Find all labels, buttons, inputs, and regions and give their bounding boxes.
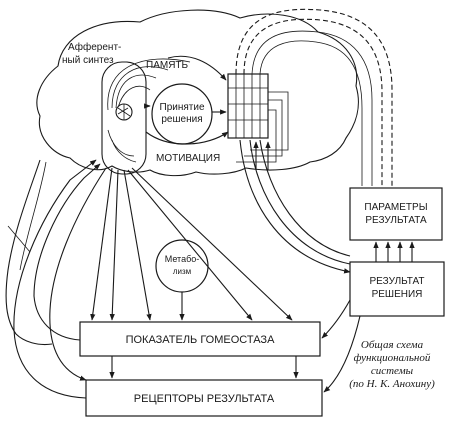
feedback-line-2 bbox=[259, 40, 363, 186]
left-tick-mark bbox=[7, 225, 31, 253]
receptors-feedback-left bbox=[13, 159, 97, 399]
acceptor-to-result-1 bbox=[239, 139, 351, 274]
params-box bbox=[349, 187, 443, 241]
caption-line-1: Общая схема bbox=[361, 339, 424, 351]
brain-to-homeostasis-2 bbox=[109, 169, 119, 321]
decision-label-1: Принятие bbox=[160, 102, 205, 113]
params-label-2: РЕЗУЛЬТАТА bbox=[365, 215, 427, 226]
brain-stem-inner bbox=[19, 161, 47, 271]
result-to-homeostasis bbox=[321, 299, 351, 339]
homeostasis-feedback-left bbox=[33, 163, 101, 341]
afferent-arcs bbox=[107, 58, 191, 111]
receptors-box bbox=[85, 379, 323, 417]
result-label-2: РЕШЕНИЯ bbox=[372, 289, 423, 300]
result-to-receptors bbox=[323, 315, 361, 393]
brain-outline bbox=[36, 9, 359, 177]
caption-line-4: (по Н. К. Анохину) bbox=[349, 378, 435, 390]
feedback-dashed-1 bbox=[235, 8, 393, 186]
result-label-1: РЕЗУЛЬТАТ bbox=[370, 276, 425, 287]
afferent-capsule bbox=[101, 61, 147, 175]
caption-line-3: системы bbox=[371, 365, 414, 377]
homeostasis-label: ПОКАЗАТЕЛЬ ГОМЕОСТАЗА bbox=[126, 334, 275, 346]
afferent-label-2: ный синтез bbox=[62, 55, 114, 66]
brain-to-homeostasis-4 bbox=[127, 169, 253, 321]
caption-line-2: функциональной bbox=[354, 352, 431, 364]
brain-stem bbox=[5, 159, 53, 346]
feedback-dashed-2 bbox=[243, 18, 383, 186]
memory-label: ПАМЯТЬ bbox=[146, 60, 189, 71]
acceptor-to-result-3 bbox=[259, 139, 351, 257]
motivation-label: МОТИВАЦИЯ bbox=[156, 153, 220, 164]
decision-label-2: решения bbox=[161, 114, 202, 125]
acceptor-to-result-2 bbox=[249, 139, 351, 265]
metabolism-circle bbox=[155, 239, 209, 293]
brain-to-homeostasis-5 bbox=[131, 167, 293, 321]
result-box bbox=[349, 261, 445, 317]
receptors-label: РЕЦЕПТОРЫ РЕЗУЛЬТАТА bbox=[134, 393, 275, 405]
brain-to-homeostasis-3 bbox=[123, 169, 152, 321]
params-label-1: ПАРАМЕТРЫ bbox=[364, 202, 427, 213]
arrow-memory-acceptor bbox=[167, 55, 227, 81]
afferent-node-hatch bbox=[117, 104, 131, 120]
feedback-line-1 bbox=[251, 30, 373, 186]
metabolism-label-2: лизм bbox=[173, 267, 191, 276]
homeostasis-box bbox=[79, 321, 321, 357]
afferent-lower bbox=[107, 129, 137, 163]
arrow-afferent-acceptor bbox=[145, 131, 229, 145]
acceptor-block bbox=[227, 73, 269, 139]
metabolism-label-1: Метабо- bbox=[165, 254, 200, 264]
afferent-label-1: Афферент- bbox=[68, 41, 121, 53]
acceptor-grid bbox=[228, 74, 268, 138]
brain-to-homeostasis-1 bbox=[90, 167, 113, 321]
brain-to-receptors-left bbox=[49, 167, 107, 381]
